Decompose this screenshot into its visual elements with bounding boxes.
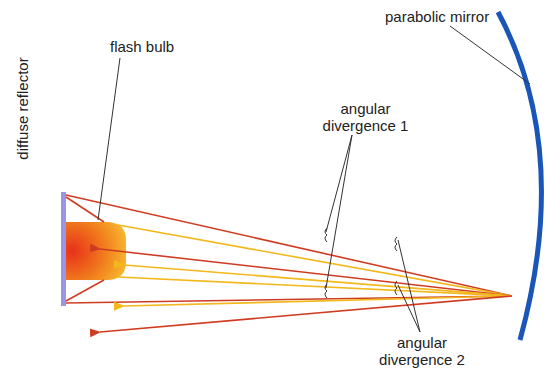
- parabolic-mirror: [498, 12, 541, 340]
- incident-rays: [66, 195, 512, 303]
- divergence-label: angular divergence 2: [372, 334, 472, 368]
- diffuse-reflector: [61, 192, 66, 306]
- reflected-rays: [100, 249, 512, 332]
- reflector-label: diffuse reflector: [14, 39, 31, 179]
- mirror-label: parabolic mirror: [385, 8, 505, 25]
- bulb-label: flash bulb: [110, 38, 200, 55]
- leader-lines: [98, 26, 530, 332]
- divergence-brackets: [325, 228, 397, 298]
- divergence-label: angular divergence 1: [318, 100, 413, 134]
